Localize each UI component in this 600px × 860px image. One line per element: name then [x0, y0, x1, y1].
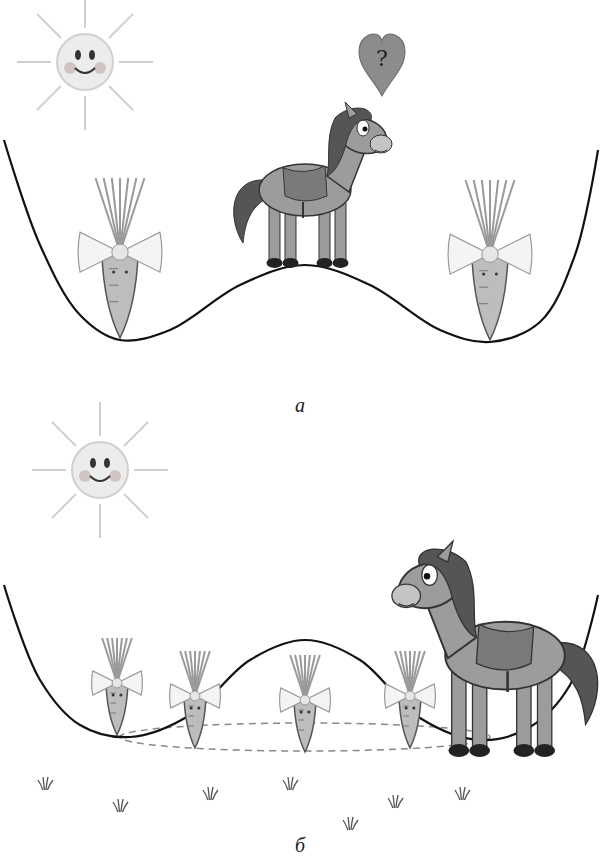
carrot: [448, 180, 532, 340]
carrot: [92, 638, 143, 735]
grass-tuft: [283, 777, 298, 790]
carrot: [385, 651, 436, 748]
potential-curve: [4, 140, 598, 342]
carrot: [78, 178, 162, 338]
pony: [234, 102, 392, 268]
grass-tuft: [388, 795, 403, 808]
sun: [17, 0, 153, 130]
question-mark: ?: [376, 48, 388, 82]
heart-bubble: ?: [358, 33, 406, 97]
sun: [32, 402, 168, 538]
grass-tuft: [38, 777, 53, 790]
carrot: [280, 655, 331, 752]
grass-tuft: [113, 799, 128, 812]
panel-letter: а: [295, 394, 305, 417]
grass-tuft: [343, 817, 358, 830]
grass-tuft: [455, 787, 470, 800]
pony: [392, 541, 598, 757]
carrot: [170, 651, 221, 748]
panel-letter: б: [295, 834, 305, 857]
grass-tuft: [203, 787, 218, 800]
